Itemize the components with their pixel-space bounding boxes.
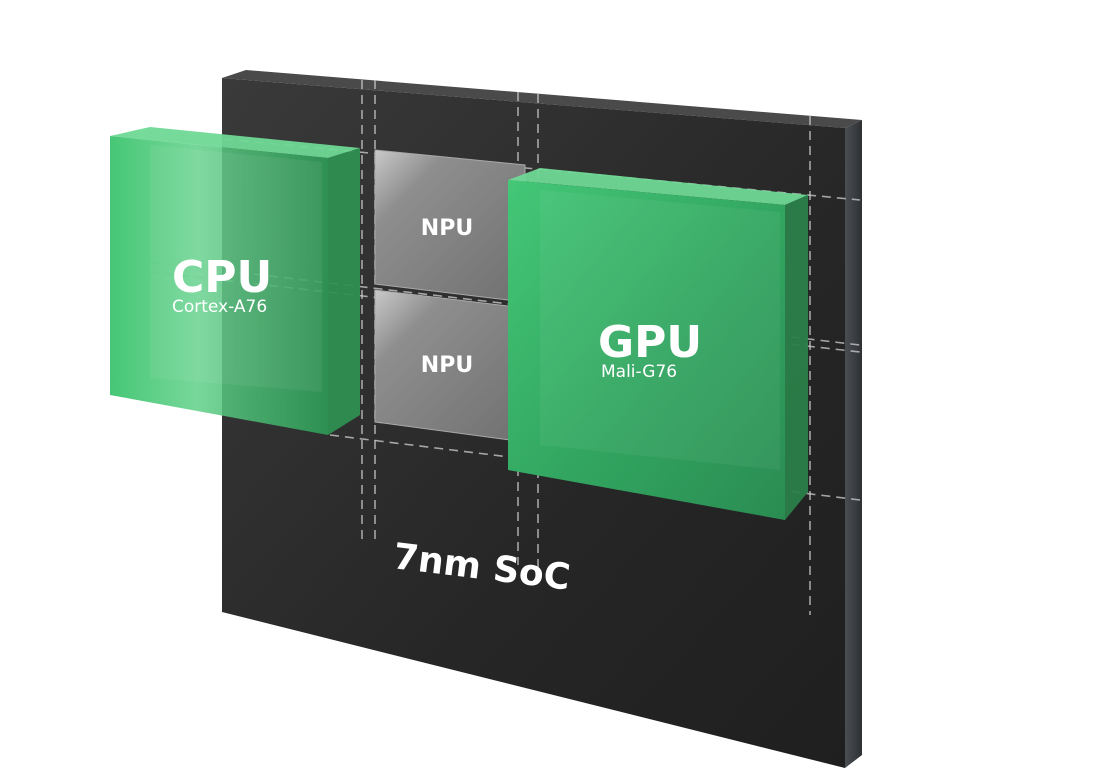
cpu-face (110, 136, 328, 435)
gpu-top (508, 168, 808, 205)
chip-side (845, 120, 862, 768)
npu-label: NPU (421, 353, 473, 378)
gpu-inner-bevel (540, 190, 780, 470)
npu-block-2: NPU (374, 289, 526, 443)
cpu-side (328, 148, 360, 435)
gpu-subtitle: Mali-G76 (601, 362, 677, 382)
cpu-inner-bevel (150, 145, 322, 392)
npu-block-1: NPU (374, 149, 526, 303)
gpu-face (508, 180, 785, 520)
chip-top-edge (222, 70, 862, 128)
cpu-title: CPU (172, 252, 272, 303)
cpu-subtitle: Cortex-A76 (172, 297, 267, 317)
gpu-side (785, 195, 808, 520)
gpu-title: GPU (598, 317, 702, 368)
cpu-top (110, 127, 360, 158)
cpu-block: CPU Cortex-A76 (110, 127, 360, 435)
npu-label: NPU (421, 216, 473, 241)
gpu-block: GPU Mali-G76 (508, 168, 808, 520)
